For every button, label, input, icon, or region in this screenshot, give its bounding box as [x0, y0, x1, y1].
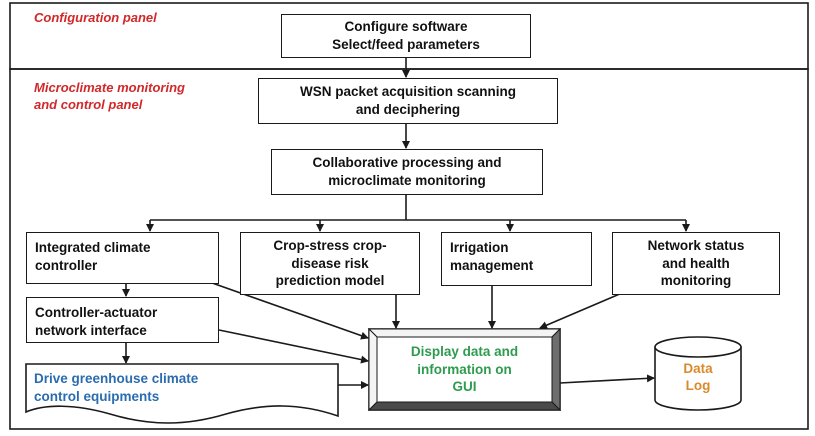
drive-document-shape: [25, 363, 339, 424]
arrow-network-to-display: [539, 292, 623, 329]
datalog-cylinder-shape: [654, 336, 742, 411]
drive-greenhouse-label: Drive greenhouse climate control equipme…: [34, 371, 199, 405]
arrow-actuator-to-display: [218, 329, 369, 364]
crop-stress-model-box: Crop-stress crop- disease risk predictio…: [240, 232, 420, 295]
connector-arrows: [122, 58, 690, 389]
collaborative-processing-box: Collaborative processing and microclimat…: [271, 149, 543, 195]
wsn-acquisition-box: WSN packet acquisition scanning and deci…: [258, 78, 558, 124]
controller-actuator-box: Controller-actuator network interface: [26, 297, 219, 343]
network-status-box: Network status and health monitoring: [612, 232, 780, 295]
display-bevel-shape: [367, 327, 562, 412]
display-data-label: Display data and information on GUI: [410, 343, 519, 395]
monitoring-panel-label: Microclimate monitoring and control pane…: [34, 80, 185, 112]
configuration-panel-label: Configuration panel: [34, 10, 157, 25]
datalog-label: Data Log: [683, 361, 713, 393]
monitoring-panel-frame: [9, 68, 809, 430]
arrow-display-to-datalog: [559, 374, 655, 384]
integrated-climate-controller-box: Integrated climate controller: [26, 232, 219, 284]
irrigation-management-box: Irrigation management: [441, 232, 592, 286]
configure-software-box: Configure software Select/feed parameter…: [281, 14, 531, 58]
arrow-integrated-to-display: [197, 277, 369, 340]
